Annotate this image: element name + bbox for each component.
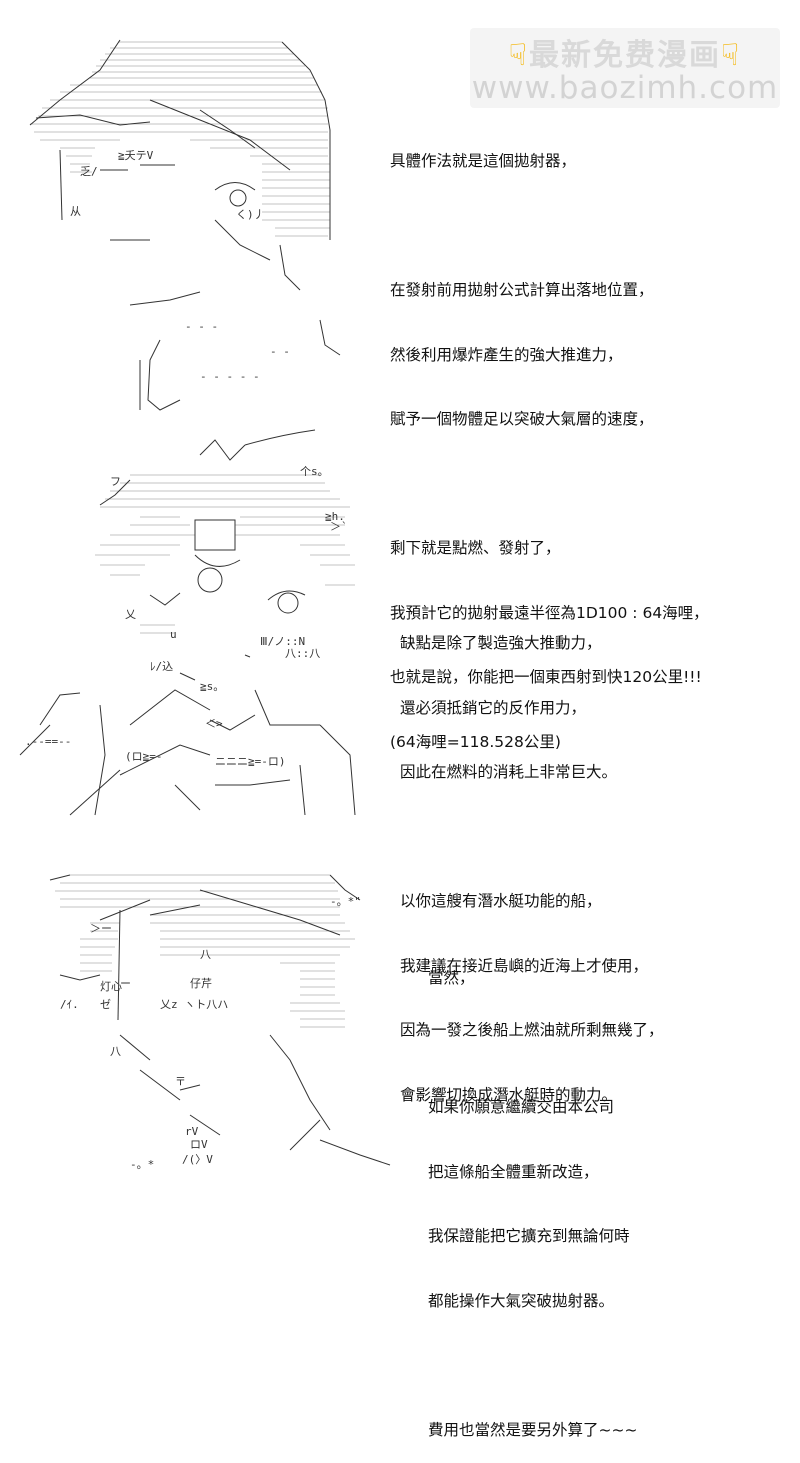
svg-text:フ: フ — [110, 475, 121, 488]
dialogue-line — [390, 216, 709, 238]
svg-text:＞`: ＞` — [330, 520, 348, 533]
svg-text:≧s。: ≧s。 — [200, 680, 224, 693]
svg-text:灯心: 灯心 — [100, 980, 122, 993]
dialogue-line: 在發射前用拋射公式計算出落地位置， — [390, 281, 654, 299]
svg-text:〒: 〒 — [175, 1075, 186, 1088]
svg-text:-。*": -。*" — [330, 895, 361, 908]
dialogue-line — [428, 1355, 637, 1377]
svg-text:≧h.: ≧h. — [325, 510, 345, 523]
svg-text:ゼ: ゼ — [100, 998, 111, 1011]
dialogue-line: 我預計它的拋射最遠半徑為1D100 : 64海哩， — [390, 603, 709, 622]
watermark-title-row: ☟最新免费漫画☟ — [470, 30, 780, 74]
dialogue-line: 以你這艘有潛水艇功能的船， — [400, 892, 602, 910]
svg-text:八::八: 八::八 — [285, 647, 320, 660]
svg-text:ﾚ/込: ﾚ/込 — [150, 660, 173, 673]
dialogue-line: (64海哩=118.528公里) — [390, 732, 561, 751]
dialogue-line: 因為一發之後船上燃油就所剩無幾了， — [400, 1021, 664, 1039]
dialogue-line: 還必須抵銷它的反作用力， — [400, 698, 587, 717]
dialogue-line: 把這條船全體重新改造， — [428, 1162, 599, 1181]
dialogue-line: 如果你願意繼續交由本公司 — [428, 1098, 615, 1116]
svg-text:仔芹: 仔芹 — [190, 977, 212, 990]
ascii-art-drawing: ＞ー 八 ー 灯心 仔芹 乂z ヽト八ハ /ｲ. ゼ 八 〒 rV ロV /(〉… — [49, 874, 391, 1171]
svg-text:(ロ≧=-: (ロ≧=- — [125, 750, 163, 763]
svg-text:个s。: 个s。 — [300, 465, 329, 478]
watermark: ☟最新免费漫画☟ www.baozimh.com — [470, 28, 780, 108]
ascii-art-drawing: ≧夭テV 乏/ 从 く)丿 - - - - - - - - - - — [29, 39, 341, 411]
panel-1-text: 具體作法就是這個拋射器， 在發射前用拋射公式計算出落地位置， 然後利用爆炸產生的… — [390, 108, 709, 775]
dialogue-line: 然後利用爆炸產生的強大推進力， — [390, 345, 623, 364]
svg-text:u: u — [170, 628, 177, 641]
svg-text:- - - - -: - - - - - — [200, 370, 260, 383]
svg-text:- -: - - — [270, 345, 290, 358]
dialogue-line: 具體作法就是這個拋射器， — [390, 152, 577, 170]
dialogue-line — [400, 827, 664, 849]
dialogue-line: 我保證能把它擴充到無論何時 — [428, 1227, 630, 1245]
svg-text:＞ー: ＞ー — [90, 922, 112, 935]
svg-text:ロV: ロV — [190, 1138, 208, 1151]
dialogue-line: 賦予一個物體足以突破大氣層的速度， — [390, 410, 654, 428]
svg-text:Ⅲ/ノ::N: Ⅲ/ノ::N — [260, 635, 305, 648]
svg-text:/(〉V: /(〉V — [182, 1153, 213, 1166]
ascii-art-drawing: フ 个s。 ≧h. ＞` 乂 u Ⅲ/ノ::N 八::八 ﾚ/込 ≧s。 ＜> … — [19, 429, 356, 816]
watermark-url: www.baozimh.com — [471, 70, 779, 106]
dialogue-line: 當然， — [428, 969, 475, 987]
svg-text:八: 八 — [200, 948, 211, 961]
svg-text:乂: 乂 — [125, 608, 136, 621]
svg-text:ニニニ≧=-ロ): ニニニ≧=-ロ) — [215, 755, 286, 768]
dialogue-line: 都能操作大氣突破拋射器。 — [428, 1291, 615, 1310]
dialogue-line: 費用也當然是要另外算了~~~ — [428, 1420, 638, 1439]
svg-text:从: 从 — [70, 205, 81, 218]
svg-text:乏/: 乏/ — [80, 165, 98, 178]
svg-text:/ｲ.: /ｲ. — [60, 998, 79, 1011]
ascii-art-character-with-hat: フ 个s。 ≧h. ＞` 乂 u Ⅲ/ノ::N 八::八 ﾚ/込 ≧s。 ＜> … — [0, 425, 380, 825]
panel-2-text: 缺點是除了製造強大推動力， 還必須抵銷它的反作用力， 因此在燃料的消耗上非常巨大… — [400, 590, 664, 1128]
dialogue-line — [428, 1033, 637, 1055]
svg-text:rV: rV — [185, 1125, 199, 1138]
svg-text:≧夭テV: ≧夭テV — [118, 149, 154, 162]
dialogue-line: 因此在燃料的消耗上非常巨大。 — [400, 763, 618, 781]
svg-text:-。*: -。* — [130, 1158, 154, 1171]
pointing-hand-icon: ☟ — [508, 38, 529, 73]
watermark-title: 最新免费漫画 — [529, 38, 721, 73]
dialogue-line: 剩下就是點燃、發射了， — [390, 539, 561, 557]
svg-text:- - -: - - - — [185, 320, 218, 333]
svg-text:ー: ー — [120, 977, 131, 990]
svg-text:.--==--: .--==-- — [25, 735, 71, 748]
svg-text:く)丿: く)丿 — [236, 208, 265, 221]
ascii-art-character-closeup: ≧夭テV 乏/ 从 く)丿 - - - - - - - - - - — [0, 30, 360, 420]
svg-text:八: 八 — [110, 1045, 121, 1058]
dialogue-line: 會影響切換成潛水艇時的動力。 — [400, 1085, 618, 1104]
svg-text:乂z ヽト八ハ: 乂z ヽト八ハ — [160, 998, 228, 1011]
dialogue-line: 也就是說，你能把一個東西射到快120公里!!! — [390, 668, 702, 686]
dialogue-line: 我建議在接近島嶼的近海上才使用， — [400, 956, 649, 975]
svg-text:＜>: ＜> — [205, 717, 223, 730]
dialogue-line — [390, 474, 709, 496]
panel-3-text: 當然， 如果你願意繼續交由本公司 把這條船全體重新改造， 我保證能把它擴充到無論… — [428, 925, 637, 1463]
dialogue-line: 缺點是除了製造強大推動力， — [400, 634, 602, 652]
pointing-hand-icon: ☟ — [721, 38, 742, 73]
ascii-art-character-smiling: ＞ー 八 ー 灯心 仔芹 乂z ヽト八ハ /ｲ. ゼ 八 〒 rV ロV /(〉… — [0, 860, 400, 1180]
